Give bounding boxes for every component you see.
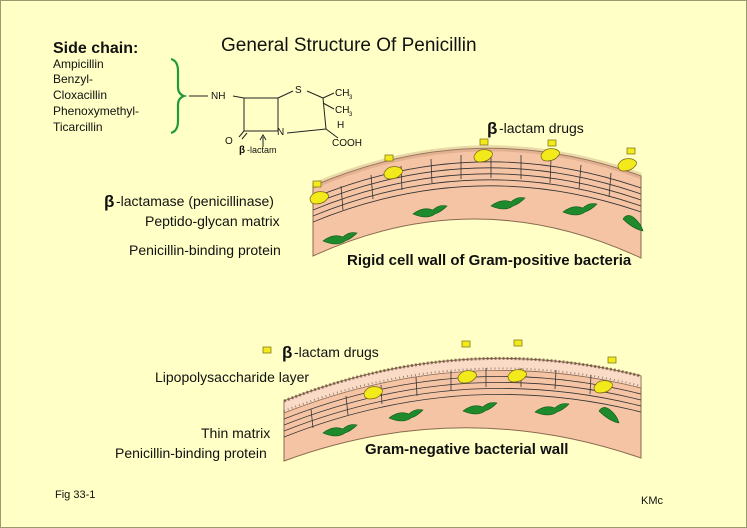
drug-icon [461, 340, 471, 348]
pbp-group [322, 197, 644, 437]
drug-icon [312, 180, 322, 188]
lps-label: Lipopolysaccharide layer [155, 369, 309, 385]
bound-drug-icon [617, 158, 637, 172]
lactamase-icon [309, 191, 329, 205]
thin-matrix-crosslinks [310, 368, 592, 429]
nitrogen-label: N [277, 127, 284, 138]
carboxyl-label: COOH [332, 138, 362, 149]
side-chain-item: Ampicillin [53, 57, 104, 71]
drug-group [262, 138, 637, 400]
bound-drug-icon [507, 369, 527, 383]
drug-icon [479, 138, 489, 146]
nh-label: NH [211, 91, 225, 102]
gp-drugs-beta: β [487, 119, 497, 138]
author-initials: KMc [641, 495, 664, 507]
structure-labels: NH S CH 3 CH 3 H O N COOH β -lactam [211, 85, 362, 156]
beta-symbol: β [239, 145, 245, 156]
penicillin-structure [189, 90, 339, 147]
sulfur-label: S [295, 85, 302, 96]
thin-matrix-label: Thin matrix [201, 425, 270, 441]
gram-positive-wall [311, 145, 643, 259]
drug-icon [384, 154, 394, 162]
gn-drugs-beta: β [282, 343, 292, 362]
bound-drug-icon [363, 386, 383, 400]
pbp-icon [598, 407, 620, 424]
bound-drug-icon [457, 370, 477, 384]
bound-drug-icon [473, 149, 493, 163]
page-title: General Structure Of Penicillin [221, 35, 477, 56]
pbp-icon [388, 409, 424, 422]
side-chain-item: Phenoxymethyl- [53, 104, 139, 118]
side-chain-list: Ampicillin Benzyl- Cloxacillin Phenoxyme… [53, 57, 139, 134]
subscript-3: 3 [349, 95, 353, 101]
oxygen-label: O [225, 136, 233, 147]
peptidoglycan-crosslinks [340, 154, 612, 211]
bound-drug-icon [540, 148, 560, 162]
pbp-icon [562, 203, 598, 216]
methyl-label: CH [335, 88, 349, 99]
drug-icon [626, 147, 636, 155]
gp-pbp-label: Penicillin-binding protein [129, 242, 281, 258]
figure-number: Fig 33-1 [55, 489, 95, 501]
lactamase-beta: β [104, 192, 114, 211]
side-chain-item: Cloxacillin [53, 88, 107, 102]
lactam-label: -lactam [247, 145, 277, 155]
pbp-icon [412, 205, 448, 218]
gn-pbp-label: Penicillin-binding protein [115, 445, 267, 461]
hydrogen-label: H [337, 120, 344, 131]
gp-caption: Rigid cell wall of Gram-positive bacteri… [347, 252, 632, 269]
gp-drugs-label: -lactam drugs [499, 120, 584, 136]
methyl-label: CH [335, 105, 349, 116]
gn-drugs-label: -lactam drugs [294, 344, 379, 360]
subscript-3: 3 [349, 112, 353, 118]
drug-icon [607, 356, 617, 364]
pbp-icon [462, 402, 498, 415]
side-chain-heading: Side chain: [53, 40, 138, 57]
pbp-icon [322, 424, 358, 437]
lipopolysaccharide-band [283, 358, 642, 414]
pbp-icon [534, 403, 570, 416]
bound-drug-icon [593, 380, 613, 394]
brace-icon [170, 57, 188, 135]
drug-icon [262, 346, 272, 354]
gn-caption: Gram-negative bacterial wall [365, 441, 568, 458]
drug-icon [513, 339, 523, 347]
pbp-icon [490, 197, 526, 210]
side-chain-item: Ticarcillin [53, 120, 103, 134]
pbp-icon [622, 215, 644, 232]
peptidoglycan-label: Peptido-glycan matrix [145, 213, 280, 229]
drug-icon [547, 139, 557, 147]
pbp-icon [322, 232, 358, 245]
bound-drug-icon [383, 166, 403, 180]
lactamase-label: -lactamase (penicillinase) [116, 193, 274, 209]
side-chain-item: Benzyl- [53, 72, 93, 86]
gram-negative-wall [283, 356, 642, 462]
